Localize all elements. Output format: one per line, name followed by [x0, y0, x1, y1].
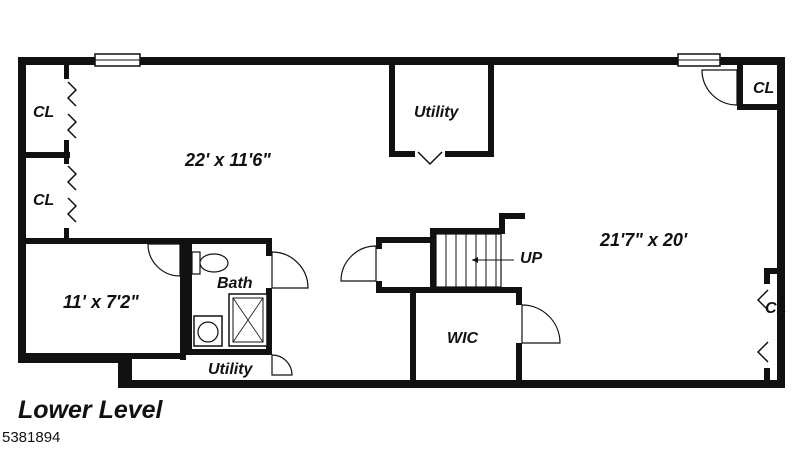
closet-top-right-walls	[701, 65, 785, 110]
main-room-label: 22' x 11'6"	[184, 150, 271, 170]
bath-walls	[186, 238, 309, 355]
utility-top-walls	[389, 65, 494, 166]
closet-label-1: CL	[33, 104, 54, 121]
large-room-label: 21'7" x 20'	[599, 230, 688, 250]
closet-right-walls	[756, 268, 785, 384]
stairs	[340, 213, 525, 293]
utility-bottom-label: Utility	[208, 361, 254, 378]
wic-label: WIC	[447, 330, 479, 347]
stairs-label: UP	[520, 250, 543, 267]
closet-label-2: CL	[33, 192, 54, 209]
closet-label-4: CL	[765, 300, 786, 317]
utility-bottom-walls	[126, 354, 293, 385]
small-room-door	[147, 243, 181, 277]
left-closet-walls	[26, 65, 186, 360]
outer-walls	[18, 57, 785, 388]
bath-label: Bath	[217, 275, 253, 292]
closet-label-3: CL	[753, 80, 774, 97]
bifold-doors-left	[66, 81, 78, 223]
plan-caption: Lower Level	[18, 396, 163, 424]
utility-top-label: Utility	[414, 104, 460, 121]
small-room-label: 11' x 7'2"	[63, 292, 139, 312]
wic-walls	[410, 287, 561, 383]
listing-id: 5381894	[2, 429, 61, 446]
window-left	[94, 53, 141, 67]
window-right	[677, 53, 721, 67]
